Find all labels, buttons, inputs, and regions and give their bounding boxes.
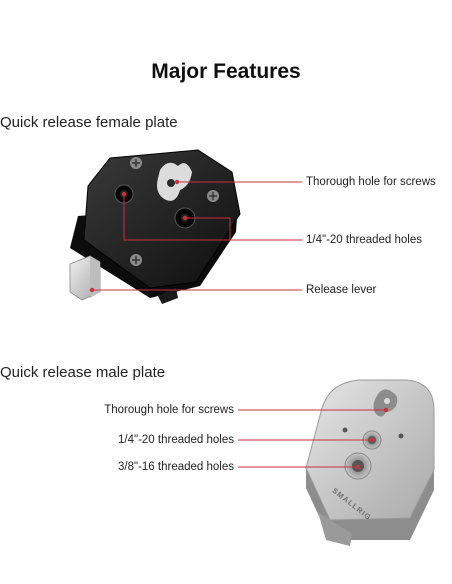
callout-label-female-release-lever: Release lever [306,284,377,296]
male-plate-title: Quick release male plate [0,364,166,381]
callout-label-female-screw-hole: Thorough hole for screws [306,176,436,188]
page-title: Major Features [151,60,301,83]
callout-label-female-threaded-holes: 1/4"-20 threaded holes [306,234,422,246]
callout-label-male-3-8-holes: 3/8"-16 threaded holes [118,461,234,473]
callout-label-male-quarter-holes: 1/4"-20 threaded holes [118,434,234,446]
female-plate-title: Quick release female plate [0,114,178,131]
callout-label-male-screw-hole: Thorough hole for screws [104,404,234,416]
